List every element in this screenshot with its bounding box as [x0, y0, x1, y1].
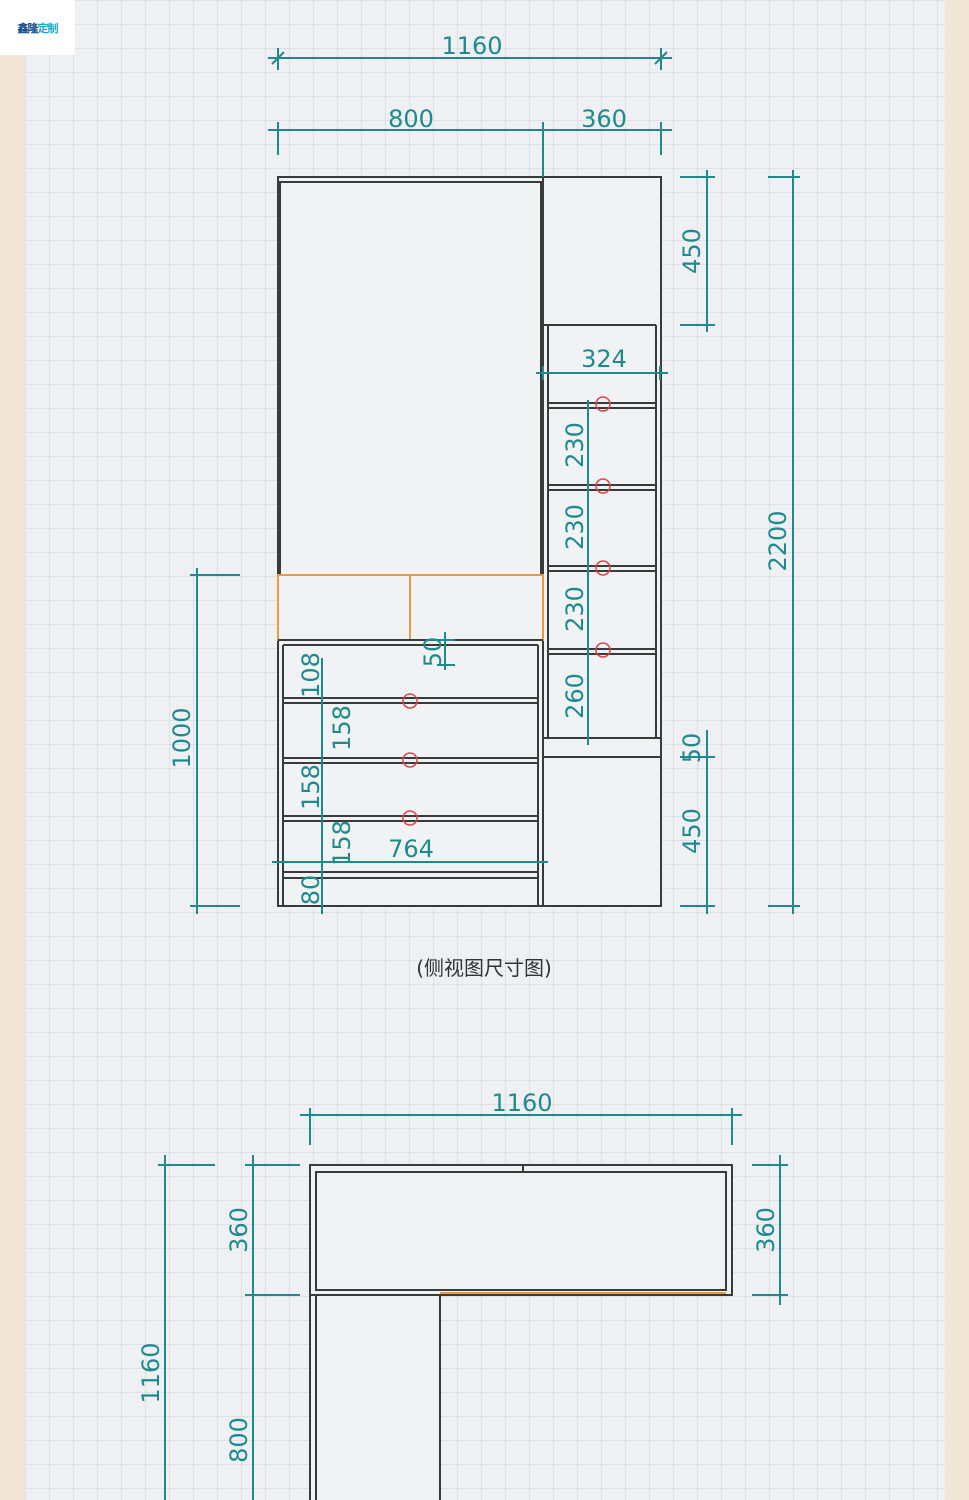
- top-dim-total-width: 1160: [491, 1089, 552, 1117]
- dim-bottom-height: 450: [678, 808, 706, 854]
- top-dim-total-depth: 1160: [137, 1342, 165, 1403]
- dim-d2: 158: [328, 705, 356, 751]
- dim-top-height: 450: [678, 228, 706, 274]
- dim-right-width: 360: [581, 105, 627, 133]
- dimension-lines: [158, 48, 800, 1500]
- dim-gap: 50: [678, 733, 706, 764]
- brand-logo: 鑫隆定制: [0, 0, 75, 55]
- dim-lower-width: 764: [388, 835, 434, 863]
- dim-lower-height: 1000: [168, 707, 196, 768]
- dim-shelf-1: 230: [561, 422, 589, 468]
- dim-d4: 158: [328, 820, 356, 866]
- side-view-caption: (侧视图尺寸图): [416, 956, 552, 980]
- top-dim-left-depth: 360: [225, 1207, 253, 1253]
- dim-base: 80: [297, 875, 325, 906]
- dim-shelf-4: 260: [561, 673, 589, 719]
- dim-drawer-gap: 50: [419, 637, 447, 668]
- dim-shelf-3: 230: [561, 586, 589, 632]
- top-dim-right-depth: 360: [752, 1207, 780, 1253]
- dim-d3: 158: [297, 764, 325, 810]
- dim-shelf-2: 230: [561, 504, 589, 550]
- top-dim-leg-length: 800: [225, 1417, 253, 1463]
- dim-total-height: 2200: [764, 510, 792, 571]
- cabinet-top-view: [309, 1164, 733, 1500]
- dim-d1: 108: [297, 652, 325, 698]
- dim-inner-width: 324: [581, 345, 627, 373]
- dim-left-width: 800: [388, 105, 434, 133]
- dim-total-width: 1160: [441, 32, 502, 60]
- cabinet-side-view: [277, 176, 662, 907]
- upper-door: [279, 181, 542, 576]
